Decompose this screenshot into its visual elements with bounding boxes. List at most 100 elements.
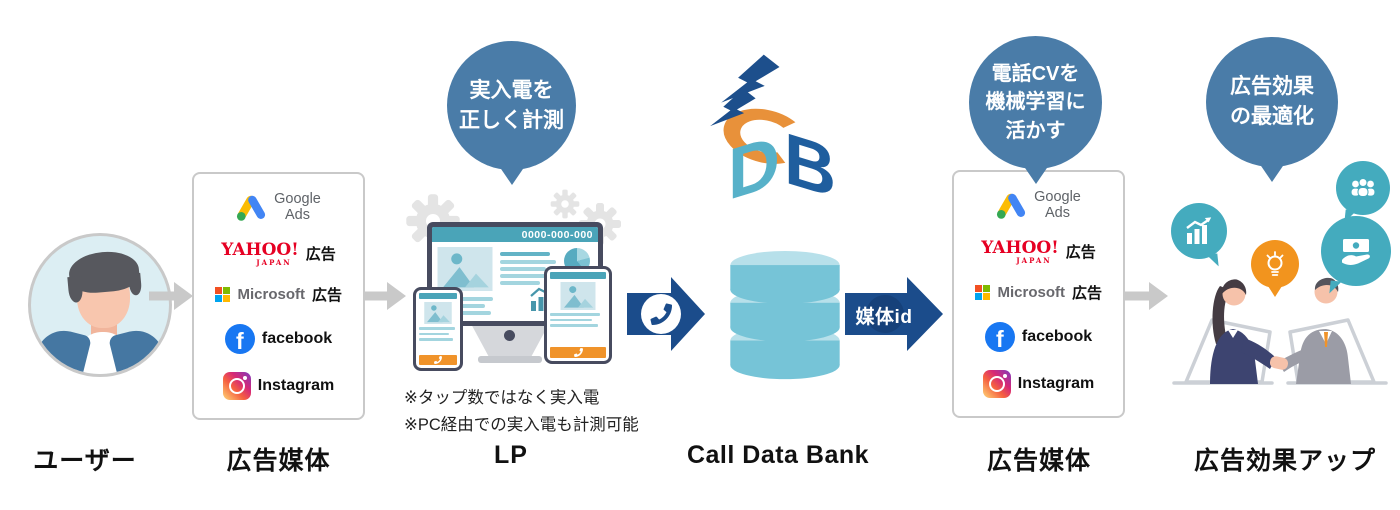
yahoo-brand: YAHOO!	[981, 237, 1059, 258]
step-label-call-data-bank: Call Data Bank	[686, 441, 870, 469]
google-label-line1: Google	[274, 191, 321, 207]
phone-call-footer	[419, 355, 457, 365]
bubble-optimization: 広告効果 の最適化	[1206, 37, 1338, 182]
facebook-brand: facebook	[1021, 327, 1093, 345]
google-label-line2: Ads	[1044, 204, 1070, 221]
lp-text-line	[500, 274, 554, 278]
money-bubble	[1321, 216, 1391, 286]
yahoo-brand: YAHOO!	[221, 239, 299, 260]
microsoft-row: Microsoft 広告	[960, 282, 1117, 303]
call-arrow-icon	[627, 277, 705, 351]
yahoo-sub: JAPAN	[1016, 255, 1052, 265]
lp-text-line	[500, 252, 550, 256]
step-label-result: 広告効果アップ	[1193, 447, 1376, 475]
yahoo-japan-logo: YAHOO! JAPAN	[981, 237, 1059, 265]
lp-text-line	[500, 260, 556, 264]
lp-text-line	[500, 267, 546, 271]
flow-arrow-icon	[149, 282, 193, 310]
bubble-lp-line2: 正しく計測	[459, 108, 564, 132]
step-label-user: ユーザー	[33, 447, 137, 475]
bubble-machine-learning: 電話CVを 機械学習に 活かす	[969, 36, 1102, 184]
yahoo-suffix: 広告	[1065, 244, 1096, 262]
yahoo-sub: JAPAN	[256, 257, 292, 267]
bubble-media-line1: 電話CVを	[991, 62, 1080, 85]
yahoo-suffix: 広告	[305, 246, 336, 264]
google-ads-row: Google Ads	[960, 189, 1117, 221]
phone-icon	[573, 348, 583, 357]
yahoo-japan-logo: YAHOO! JAPAN	[221, 239, 299, 267]
media-id-arrow: 媒体id	[845, 277, 945, 356]
lp-notes: ※タップ数ではなく実入電 ※PC経由での実入電も計測可能	[404, 385, 639, 439]
lp-phone-number-bar: 0000-000-000	[432, 227, 598, 242]
money-in-hand-icon	[1342, 239, 1370, 265]
yahoo-row: YAHOO! JAPAN 広告	[200, 239, 357, 267]
avatar-jacket-left	[31, 324, 92, 374]
bubble-lp-line1: 実入電を	[469, 78, 554, 102]
step-label-media-2: 広告媒体	[986, 447, 1091, 475]
google-ads-icon	[237, 195, 266, 221]
lp-note-1: ※タップ数ではなく実入電	[404, 389, 600, 407]
facebook-f: f	[996, 325, 1004, 352]
instagram-row: Instagram	[960, 370, 1117, 398]
monitor-base	[478, 356, 542, 363]
lp-image-placeholder	[437, 247, 493, 291]
bubble-media-line2: 機械学習に	[985, 91, 1086, 114]
lp-smartphone	[413, 287, 463, 371]
bubble-lp-measure: 実入電を 正しく計測	[447, 41, 576, 185]
call-flow-arrow	[627, 277, 705, 356]
ad-media-box-1: Google Ads YAHOO! JAPAN 広告 Microsoft 広告 …	[192, 172, 365, 420]
people-bubble	[1336, 161, 1390, 215]
growth-chart-icon	[1186, 217, 1212, 244]
facebook-icon: f	[224, 323, 255, 354]
tablet-text-line	[550, 318, 592, 321]
instagram-icon	[222, 372, 251, 400]
database-icon	[730, 250, 840, 380]
businesswoman	[1210, 279, 1276, 384]
lp-note-2: ※PC経由での実入電も計測可能	[404, 416, 639, 435]
step-label-lp: LP	[494, 441, 528, 469]
handshake-hands	[1269, 356, 1289, 370]
avatar-hair	[67, 249, 141, 295]
tablet-call-footer	[550, 347, 606, 358]
phone-header-bar	[419, 293, 457, 299]
phone-text-line	[419, 338, 453, 341]
microsoft-icon	[214, 286, 231, 303]
lightbulb-icon	[1266, 250, 1284, 276]
lp-text-line	[437, 311, 491, 315]
avatar-jacket-right	[108, 324, 169, 374]
tablet-text-line	[550, 324, 598, 327]
tablet-header-bar	[550, 272, 606, 279]
user-avatar	[28, 233, 172, 377]
phone-image-placeholder	[424, 302, 452, 324]
phone-text-line	[419, 332, 449, 335]
db-disk-top	[730, 250, 840, 304]
facebook-icon: f	[984, 321, 1015, 352]
tablet-image-placeholder	[560, 282, 596, 310]
growth-chart-bubble	[1171, 203, 1227, 259]
facebook-row: f facebook	[200, 323, 357, 354]
instagram-brand: Instagram	[257, 377, 335, 394]
lp-tablet	[544, 266, 612, 364]
instagram-icon	[982, 370, 1011, 398]
phone-text-line	[419, 327, 455, 330]
flow-arrow-icon	[1124, 282, 1168, 310]
monitor-stand-dot	[504, 330, 515, 341]
lp-phone-number: 0000-000-000	[521, 229, 593, 241]
cdb-letter-b: B	[784, 117, 836, 214]
ad-media-box-2: Google Ads YAHOO! JAPAN 広告 Microsoft 広告 …	[952, 170, 1125, 418]
google-ads-label: Google Ads	[1034, 189, 1081, 221]
microsoft-icon	[974, 284, 991, 301]
yahoo-row: YAHOO! JAPAN 広告	[960, 237, 1117, 265]
google-label-line1: Google	[1034, 189, 1081, 205]
step-label-media-1: 広告媒体	[226, 447, 331, 475]
people-group-icon	[1351, 178, 1375, 197]
google-ads-label: Google Ads	[274, 191, 321, 223]
media-id-arrow-icon	[845, 277, 943, 351]
cdb-letter-d: D	[728, 119, 780, 216]
google-ads-icon	[997, 193, 1026, 219]
microsoft-suffix: 広告	[1071, 285, 1102, 303]
bubble-result-line2: の最適化	[1230, 105, 1314, 128]
media-id-label: 媒体id	[855, 307, 913, 328]
lightbulb-bubble	[1251, 240, 1299, 297]
